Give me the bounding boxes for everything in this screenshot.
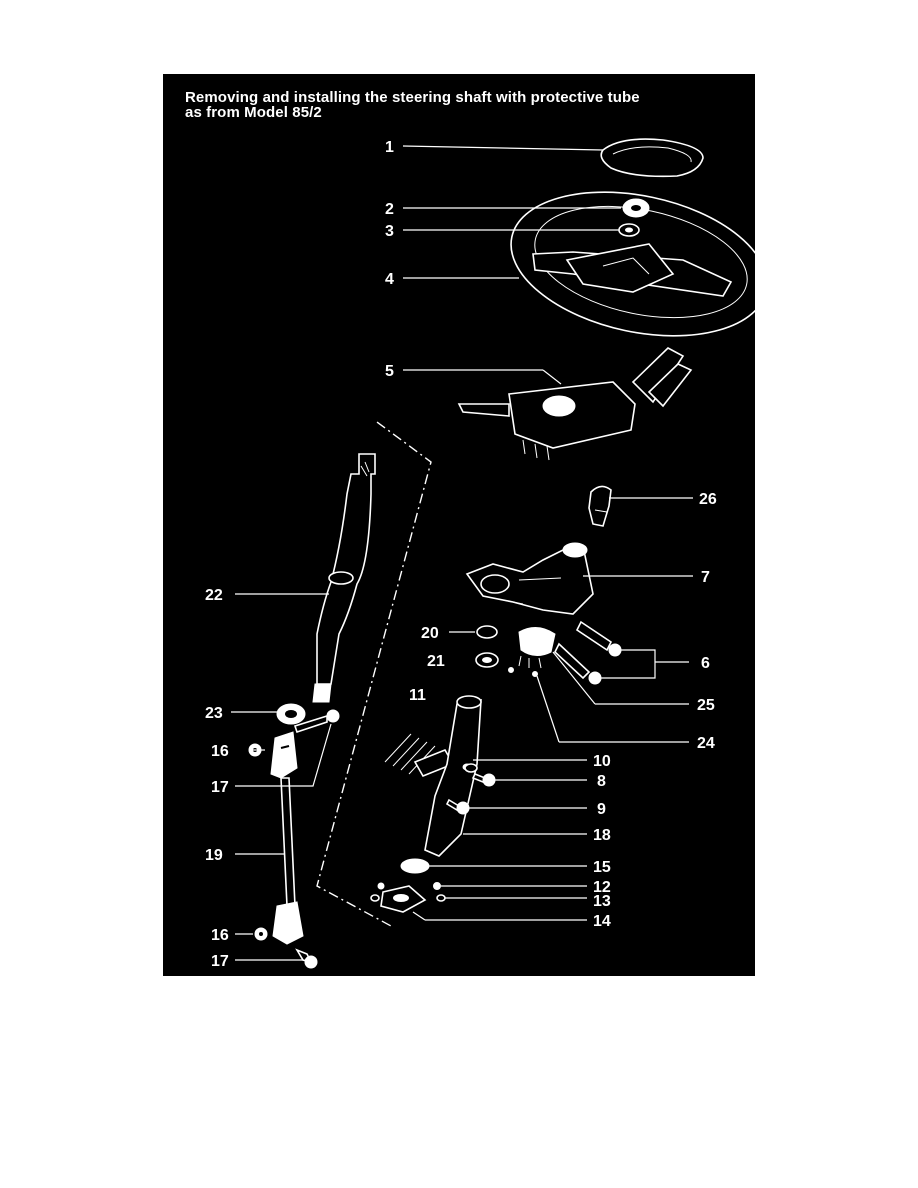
diagram-panel: Removing and installing the steering sha…: [163, 74, 755, 976]
callout-6: 6: [701, 655, 710, 672]
title-line-1: Removing and installing the steering sha…: [185, 89, 640, 106]
callout-4: 4: [385, 271, 394, 288]
horn-pad-part: [600, 138, 704, 178]
callout-3: 3: [385, 223, 394, 240]
callout-17-lower: 17: [211, 953, 229, 970]
assembly-axis-line: [316, 421, 432, 927]
callout-7: 7: [701, 569, 710, 586]
clamp-part: [380, 885, 427, 913]
callout-25: 25: [697, 697, 715, 714]
upper-universal-joint-part: [270, 731, 298, 779]
spring-ring-part: [476, 625, 498, 639]
callout-16-lower: 16: [211, 927, 229, 944]
steering-lock-housing-part: [465, 542, 594, 615]
mounting-bracket-part: [384, 733, 455, 778]
switch-housing-part: [457, 347, 693, 461]
callout-labels: 1 2 3 4 5 26 7 22 20 21 6 25 24 11 23 10…: [205, 139, 717, 970]
callout-12: 12: [593, 879, 611, 896]
callout-24: 24: [697, 735, 715, 752]
callout-22: 22: [205, 587, 223, 604]
title-line-2: as from Model 85/2: [185, 104, 322, 121]
callout-9: 9: [597, 801, 606, 818]
leader-lines: [231, 145, 693, 961]
ignition-switch-part: [518, 627, 556, 669]
intermediate-shaft-part: [280, 777, 296, 907]
callout-16-upper: 16: [211, 743, 229, 760]
callout-10: 10: [593, 753, 611, 770]
screws-part: [508, 667, 538, 677]
callout-1: 1: [385, 139, 394, 156]
bearing-ring-part: [475, 652, 499, 668]
callout-15: 15: [593, 859, 611, 876]
callout-23: 23: [205, 705, 223, 722]
steering-shaft-part: [312, 453, 376, 703]
lock-washer-part: [370, 894, 446, 902]
clamp-ring-part: [400, 858, 430, 874]
ignition-lock-part: [588, 485, 612, 527]
steering-wheel-nut-part: [622, 198, 650, 218]
lower-universal-joint-part: [272, 901, 304, 945]
exploded-view-drawing: 1 2 3 4 5 26 7 22 20 21 6 25 24 11 23 10…: [205, 138, 755, 970]
steering-wheel-part: [510, 191, 755, 337]
bolt-8-part: [471, 772, 496, 787]
callout-14: 14: [593, 913, 611, 930]
shaft-bearing-part: [276, 703, 306, 725]
callout-18: 18: [593, 827, 611, 844]
callout-19: 19: [205, 847, 223, 864]
nut-part: [377, 882, 441, 890]
callout-20: 20: [421, 625, 439, 642]
callout-17-upper: 17: [211, 779, 229, 796]
clamp-bolt-upper-part: [293, 709, 340, 734]
steering-wheel-washer-part: [618, 223, 640, 237]
callout-11: 11: [409, 687, 426, 704]
callout-21: 21: [427, 653, 445, 670]
shear-bolts-part: [554, 620, 622, 685]
callout-5: 5: [385, 363, 394, 380]
jacket-tube-part: [424, 695, 482, 857]
nut-lower-part: [254, 927, 268, 941]
washer-part: [464, 763, 478, 773]
callout-26: 26: [699, 491, 717, 508]
callout-13: 13: [593, 893, 611, 910]
diagram-title: Removing and installing the steering sha…: [185, 90, 640, 120]
callout-8: 8: [597, 773, 606, 790]
callout-2: 2: [385, 201, 394, 218]
clamp-bolt-lower-part: [295, 948, 318, 969]
